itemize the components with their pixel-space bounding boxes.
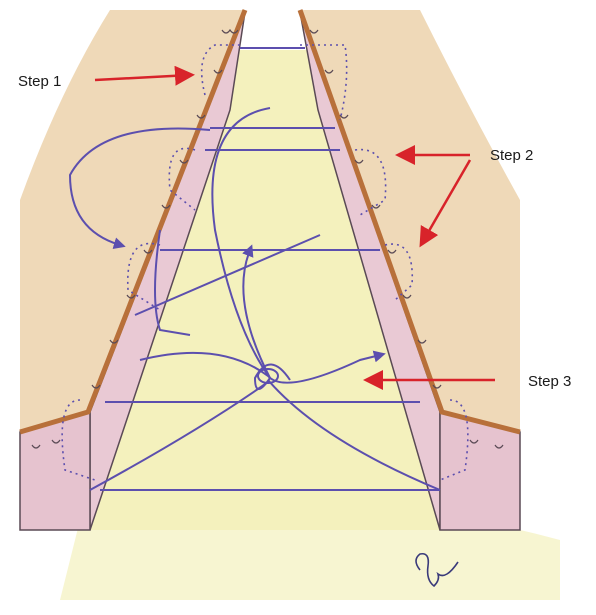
step-3-label: Step 3: [528, 373, 571, 390]
step-1-label: Step 1: [18, 73, 61, 90]
step-2-label: Step 2: [490, 147, 533, 164]
